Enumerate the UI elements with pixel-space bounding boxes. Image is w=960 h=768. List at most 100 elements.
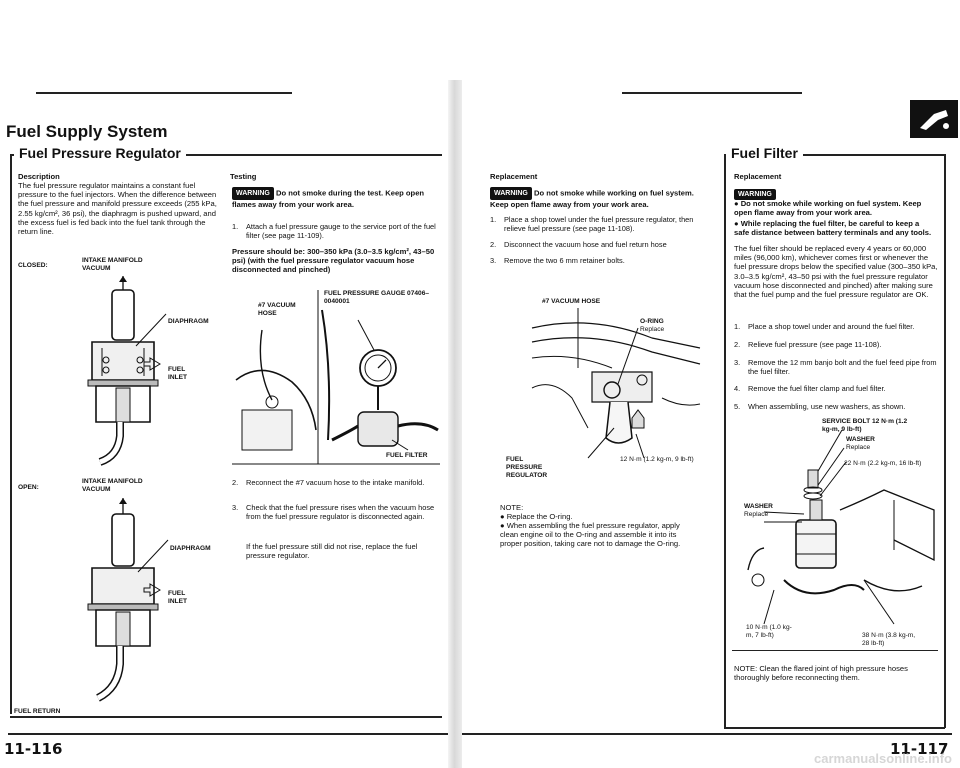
page-number: 11-116 [4, 740, 63, 758]
note-text: Replace the O-ring. [506, 512, 573, 521]
replacement-warning-text: Do not smoke while working on fuel syste… [490, 188, 694, 210]
fuel-return-label: FUEL RETURN [14, 708, 61, 715]
replacement-step-2: 2. Disconnect the vacuum hose and fuel r… [490, 240, 702, 249]
warning-text: While replacing the fuel filter, be care… [734, 219, 932, 238]
section-rule [10, 154, 442, 156]
right-page: Replacement WARNING Do not smoke while w… [462, 0, 960, 768]
filter-step-1: 1. Place a shop towel under and around t… [734, 322, 940, 331]
step-number: 3. [490, 256, 497, 265]
step-text: Place a shop towel under the fuel pressu… [504, 215, 694, 234]
warning-badge: WARNING [734, 189, 776, 201]
warning-text: Do not smoke while working on fuel syste… [734, 199, 922, 218]
step-number: 1. [490, 215, 497, 224]
step-text: Reconnect the #7 vacuum hose to the inta… [246, 478, 425, 487]
filter-box-right [944, 154, 946, 728]
replacement-step-3: 3. Remove the two 6 mm retainer bolts. [490, 256, 702, 265]
testing-warning-text: Do not smoke during the test. Keep open … [232, 188, 425, 210]
filter-replacement-heading: Replacement [734, 172, 782, 181]
washer-left-label: WASHER [744, 503, 773, 510]
bullet-icon: ● [500, 512, 507, 521]
regulator-closed-diagram [87, 276, 167, 466]
note-item-1: ● Replace the O-ring. [500, 512, 700, 521]
step-text: Remove the 12 mm banjo bolt and the fuel… [748, 358, 937, 377]
filter-note: NOTE: Clean the flared joint of high pre… [734, 664, 908, 683]
step-number: 2. [232, 478, 239, 487]
replacement-step-1: 1. Place a shop towel under the fuel pre… [490, 215, 702, 234]
fuel-inlet-label-closed: FUEL INLET [168, 366, 188, 381]
bullet-icon: ● [734, 219, 741, 228]
step-text: Disconnect the vacuum hose and fuel retu… [504, 240, 667, 249]
step-text: When assembling, use new washers, as sho… [748, 402, 906, 411]
pressure-test-diagram [232, 290, 440, 465]
diaphragm-label-open: DIAPHRAGM [170, 545, 211, 552]
regulator-torque: 12 N·m (1.2 kg-m, 9 lb-ft) [620, 456, 694, 463]
filter-step-2: 2. Relieve fuel pressure (see page 11-10… [734, 340, 940, 349]
fuel-nozzle-icon [920, 110, 949, 130]
regulator-open-diagram [87, 498, 169, 702]
filter-warning-2: ● While replacing the fuel filter, be ca… [734, 219, 936, 237]
washer-top-replace: Replace [846, 444, 871, 451]
bottom-rule [10, 716, 442, 718]
step-text: Relieve fuel pressure (see page 11-108). [748, 340, 882, 349]
oring-label: O-RING [640, 318, 664, 325]
fuel-filter-label: FUEL FILTER [386, 452, 428, 459]
book-spine [448, 80, 462, 768]
step-text: Remove the two 6 mm retainer bolts. [504, 256, 625, 265]
warning-badge: WARNING [232, 187, 274, 201]
torque-10-label: 10 N·m (1.0 kg-m, 7 lb-ft) [746, 624, 792, 639]
pressure-spec: Pressure should be: 300–350 kPa (3.0–3.5… [232, 247, 435, 275]
page-title: Fuel Supply System [6, 122, 168, 141]
step-number: 3. [232, 503, 239, 512]
note-heading: NOTE: [500, 503, 524, 512]
warning-badge: WARNING [490, 187, 532, 201]
torque-22-label: 22 N·m (2.2 kg-m, 16 lb-ft) [844, 460, 922, 467]
closed-label: CLOSED: [18, 262, 48, 269]
step-text: Place a shop towel under and around the … [748, 322, 915, 331]
left-page: Fuel Supply System Fuel Pressure Regulat… [0, 0, 448, 768]
vacuum-hose-label: #7 VACUUM HOSE [258, 302, 296, 317]
bullet-icon: ● [734, 199, 741, 208]
filter-box-bottom [724, 727, 945, 729]
regulator-replacement-diagram [531, 308, 701, 459]
section-title: Fuel Pressure Regulator [14, 145, 186, 161]
step-number: 5. [734, 402, 741, 411]
testing-warning: WARNING Do not smoke during the test. Ke… [232, 187, 438, 209]
step-text: Check that the fuel pressure rises when … [246, 503, 435, 522]
description-heading: Description [18, 172, 60, 181]
fuel-system-icon [910, 100, 958, 138]
step-number: 3. [734, 358, 741, 367]
fuel-filter-diagram [747, 429, 935, 625]
step-number: 4. [734, 384, 741, 393]
filter-warning-1: ● Do not smoke while working on fuel sys… [734, 199, 936, 217]
filter-box-top [724, 154, 944, 156]
note-text: When assembling the fuel pressure regula… [500, 521, 681, 549]
open-label: OPEN: [18, 484, 39, 491]
filter-step-3: 3. Remove the 12 mm banjo bolt and the f… [734, 358, 940, 377]
washer-top-label: WASHER [846, 436, 875, 443]
filter-note-rule [732, 650, 938, 651]
washer-left-replace: Replace [744, 511, 769, 518]
testing-heading: Testing [230, 172, 257, 181]
step-number: 1. [232, 222, 239, 231]
step-text: Remove the fuel filter clamp and fuel fi… [748, 384, 886, 393]
testing-note: If the fuel pressure still did not rise,… [246, 542, 418, 561]
oring-replace: Replace [640, 326, 665, 333]
diaphragm-label-closed: DIAPHRAGM [168, 318, 209, 325]
testing-step-2: 2. Reconnect the #7 vacuum hose to the i… [232, 478, 438, 487]
filter-section-title: Fuel Filter [726, 145, 803, 161]
filter-intro: The fuel filter should be replaced every… [734, 244, 938, 300]
step-number: 2. [734, 340, 741, 349]
page-number: 11-117 [890, 740, 949, 758]
testing-step-3: 3. Check that the fuel pressure rises wh… [232, 503, 438, 522]
replacement-heading: Replacement [490, 172, 538, 181]
intake-vacuum-label-closed: INTAKE MANIFOLD VACUUM [82, 257, 143, 272]
filter-box-left [724, 154, 726, 728]
regulator-hose-label: #7 VACUUM HOSE [542, 298, 601, 305]
step-number: 1. [734, 322, 741, 331]
testing-step-1: 1. Attach a fuel pressure gauge to the s… [232, 222, 438, 241]
top-rule [36, 92, 292, 94]
step-text: Attach a fuel pressure gauge to the serv… [246, 222, 436, 241]
footer-rule [462, 733, 952, 735]
bullet-icon: ● [500, 521, 507, 530]
filter-step-5: 5. When assembling, use new washers, as … [734, 402, 940, 411]
